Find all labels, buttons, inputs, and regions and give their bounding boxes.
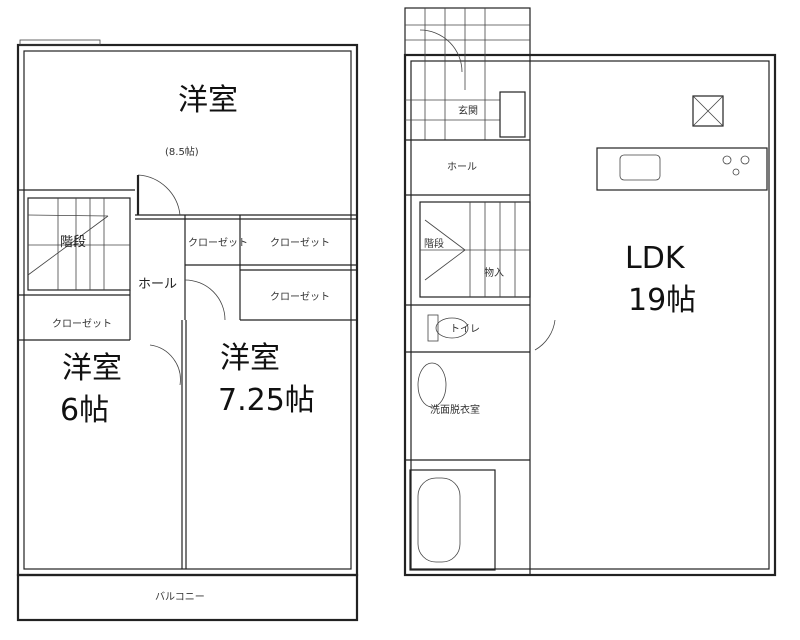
toilet-tank xyxy=(427,314,439,342)
bathroom xyxy=(409,469,496,571)
entrance-porch xyxy=(404,7,531,56)
ldk-name: LDK xyxy=(625,241,686,276)
entrance-label: 玄関 xyxy=(458,104,478,117)
closet-label: クローゼット xyxy=(270,237,330,249)
stairs-label-2f: 階段 xyxy=(60,235,86,250)
stairs-label-1f: 階段 xyxy=(424,237,444,250)
second-floor: 洋室 (8.5帖) 階段 ホール クローゼット クローゼット クローゼット クロ… xyxy=(16,39,359,622)
outer-wall-1f xyxy=(403,53,777,577)
first-floor: 玄関 ホール 階段 物入 トイレ 洗面脱衣室 LDK 19帖 xyxy=(403,7,777,577)
bedroom-left-name: 洋室 xyxy=(62,351,122,386)
range-hood xyxy=(692,95,724,127)
bathtub xyxy=(417,477,461,563)
closet-label: クローゼット xyxy=(188,237,248,249)
shoe-cabinet xyxy=(499,91,526,138)
washroom-label: 洗面脱衣室 xyxy=(430,403,480,416)
kitchen-counter xyxy=(596,147,768,191)
door-swing xyxy=(137,174,181,216)
stove-burner-icon xyxy=(722,155,732,165)
bedroom-top-size: (8.5帖) xyxy=(165,145,199,158)
stairs-2f xyxy=(27,197,131,291)
stove-burner-icon xyxy=(732,168,740,176)
toilet-label: トイレ xyxy=(450,324,480,335)
bedroom-left-size: 6帖 xyxy=(60,393,109,428)
hall-label-2f: ホール xyxy=(138,277,177,292)
window-top xyxy=(19,39,101,46)
bedroom-right-size: 7.25帖 xyxy=(218,383,315,418)
balcony-outline xyxy=(16,573,359,622)
stairs-1f xyxy=(419,201,531,298)
ldk-size: 19帖 xyxy=(628,283,696,318)
balcony-label: バルコニー xyxy=(155,591,205,603)
closet-label: クローゼット xyxy=(52,318,112,330)
storage-label: 物入 xyxy=(484,266,504,279)
sink-icon xyxy=(417,362,447,408)
hall-label-1f: ホール xyxy=(447,161,477,173)
kitchen-sink-icon xyxy=(619,154,661,181)
toilet-bowl xyxy=(435,317,469,339)
bedroom-top-name: 洋室 xyxy=(178,83,238,118)
closet-label: クローゼット xyxy=(270,291,330,303)
stove-burner-icon xyxy=(740,155,750,165)
bedroom-right-name: 洋室 xyxy=(220,341,280,376)
outer-wall-2f xyxy=(16,43,359,577)
